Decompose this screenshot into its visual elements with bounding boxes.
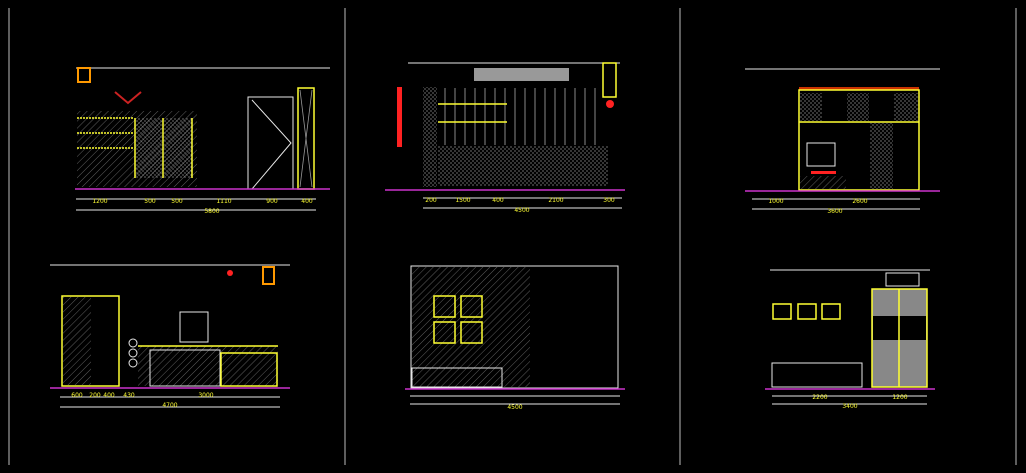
dimension: 1200 <box>92 198 107 205</box>
elevation-6 <box>765 269 935 405</box>
dimension: 2600 <box>852 198 867 205</box>
dimension: 500 <box>144 198 156 205</box>
lamp-icon <box>114 91 142 105</box>
elevation-3 <box>385 62 625 209</box>
dimension-total: 4500 <box>507 404 522 411</box>
dimension: 200 <box>425 197 437 204</box>
dimension: 400 <box>492 197 504 204</box>
dimension: 1500 <box>455 197 470 204</box>
dimension: 500 <box>171 198 183 205</box>
dimension: 300 <box>603 197 615 204</box>
accent-block <box>77 67 91 83</box>
elevation-1 <box>75 67 330 211</box>
dimension-total: 5800 <box>204 208 219 215</box>
dimension: 900 <box>266 198 278 205</box>
dimension: 400 <box>301 198 313 205</box>
dimension: 1200 <box>892 394 907 401</box>
dimension: 600 <box>71 392 83 399</box>
dimension: 2100 <box>548 197 563 204</box>
dimension-total: 4500 <box>514 207 529 214</box>
dimension: 1000 <box>768 198 783 205</box>
dimension-total: 4700 <box>162 402 177 409</box>
dimension-total: 3600 <box>827 208 842 215</box>
dimension: 3000 <box>198 392 213 399</box>
dimension-total: 3400 <box>842 403 857 410</box>
dimension: 1110 <box>216 198 231 205</box>
elevation-2 <box>50 264 290 408</box>
dimension: 2200 <box>812 394 827 401</box>
dimension: 400 <box>103 392 115 399</box>
elevation-5 <box>405 265 625 405</box>
dimension: 200 <box>89 392 101 399</box>
elevation-4 <box>745 68 940 210</box>
dimension: 430 <box>123 392 135 399</box>
